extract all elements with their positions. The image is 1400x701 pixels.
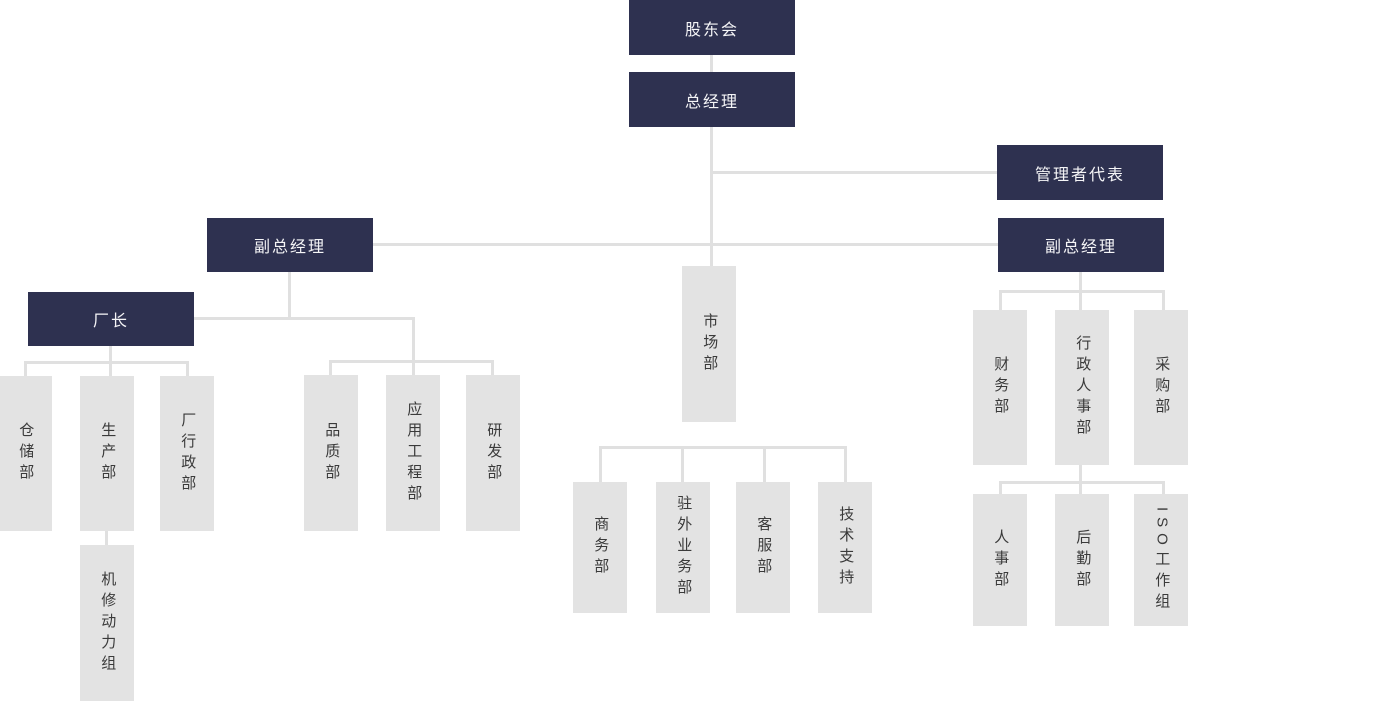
connector-line [599,446,847,449]
connector-line [710,127,713,266]
connector-line [844,446,847,482]
connector-line [999,290,1165,293]
org-node-label: 生产部 [99,422,117,485]
org-node-label: 机修动力组 [99,570,117,676]
connector-line [712,171,997,174]
org-node-management-rep: 管理者代表 [997,145,1163,200]
org-node-label: 研发部 [485,421,503,485]
connector-line [1079,465,1082,483]
connector-line [1079,272,1082,292]
org-node-finance: 财务部 [973,310,1027,465]
org-node-label: 行政人事部 [1074,335,1092,440]
org-node-label: 管理者代表 [1034,166,1125,184]
org-node-application-eng: 应用工程部 [386,375,440,531]
org-node-label: 财务部 [992,356,1010,419]
connector-line [412,360,415,375]
org-node-label: 厂长 [92,313,129,330]
connector-line [186,361,189,376]
org-node-label: 驻外业务部 [675,495,693,600]
org-node-production: 生产部 [80,376,134,531]
org-node-label: 市场部 [701,312,719,376]
org-node-label: 总经理 [684,93,739,111]
connector-line [109,361,112,376]
org-node-tech-support: 技术支持 [818,482,872,613]
org-node-label: 技术支持 [837,505,855,590]
connector-line [999,481,1165,484]
connector-line [329,360,332,375]
org-node-rnd: 研发部 [466,375,520,531]
org-node-label: 采购部 [1153,356,1171,419]
org-node-admin-hr: 行政人事部 [1055,310,1109,465]
connector-line [681,446,684,482]
org-node-label: 后勤部 [1074,528,1092,592]
org-node-label: 副总经理 [253,239,326,256]
org-node-warehouse: 仓储部 [0,376,52,531]
org-node-customer-service: 客服部 [736,482,790,613]
connector-line [1079,290,1082,310]
org-node-label: 仓储部 [17,422,35,485]
connector-line [105,531,108,545]
org-node-label: 客服部 [755,516,773,579]
org-node-label: 人事部 [992,528,1010,592]
connector-line [24,361,27,376]
connector-line [1079,481,1082,494]
connector-line [491,360,494,375]
org-node-label: 商务部 [592,516,610,579]
connector-line [1162,481,1165,494]
connector-line [710,55,713,72]
connector-line [1162,290,1165,310]
org-node-label: 品质部 [323,421,341,485]
org-node-marketing: 市场部 [682,266,736,422]
connector-line [999,290,1002,310]
connector-line [24,361,189,364]
connector-line [329,360,494,363]
org-node-factory-director: 厂长 [28,292,194,346]
connector-line [194,317,415,320]
org-node-hr: 人事部 [973,494,1027,626]
connector-line [373,243,998,246]
connector-line [412,317,415,363]
org-node-label: ISO工作组 [1153,506,1171,614]
org-node-shareholders: 股东会 [629,0,795,55]
connector-line [999,481,1002,494]
connector-line [599,446,602,482]
org-node-deputy-gm-left: 副总经理 [207,218,373,272]
connector-line [763,446,766,482]
org-node-logistics: 后勤部 [1055,494,1109,626]
org-node-label: 厂行政部 [179,411,197,496]
org-node-field-business: 驻外业务部 [656,482,710,613]
org-node-label: 股东会 [684,21,739,39]
org-node-label: 副总经理 [1044,239,1117,256]
org-node-general-manager: 总经理 [629,72,795,127]
connector-line [109,346,112,364]
org-node-commerce: 商务部 [573,482,627,613]
connector-line [288,272,291,320]
org-node-machine-repair: 机修动力组 [80,545,134,701]
org-node-purchasing: 采购部 [1134,310,1188,465]
org-node-iso-team: ISO工作组 [1134,494,1188,626]
org-node-factory-admin: 厂行政部 [160,376,214,531]
org-node-label: 应用工程部 [405,400,423,506]
org-node-quality: 品质部 [304,375,358,531]
org-node-deputy-gm-right: 副总经理 [998,218,1164,272]
